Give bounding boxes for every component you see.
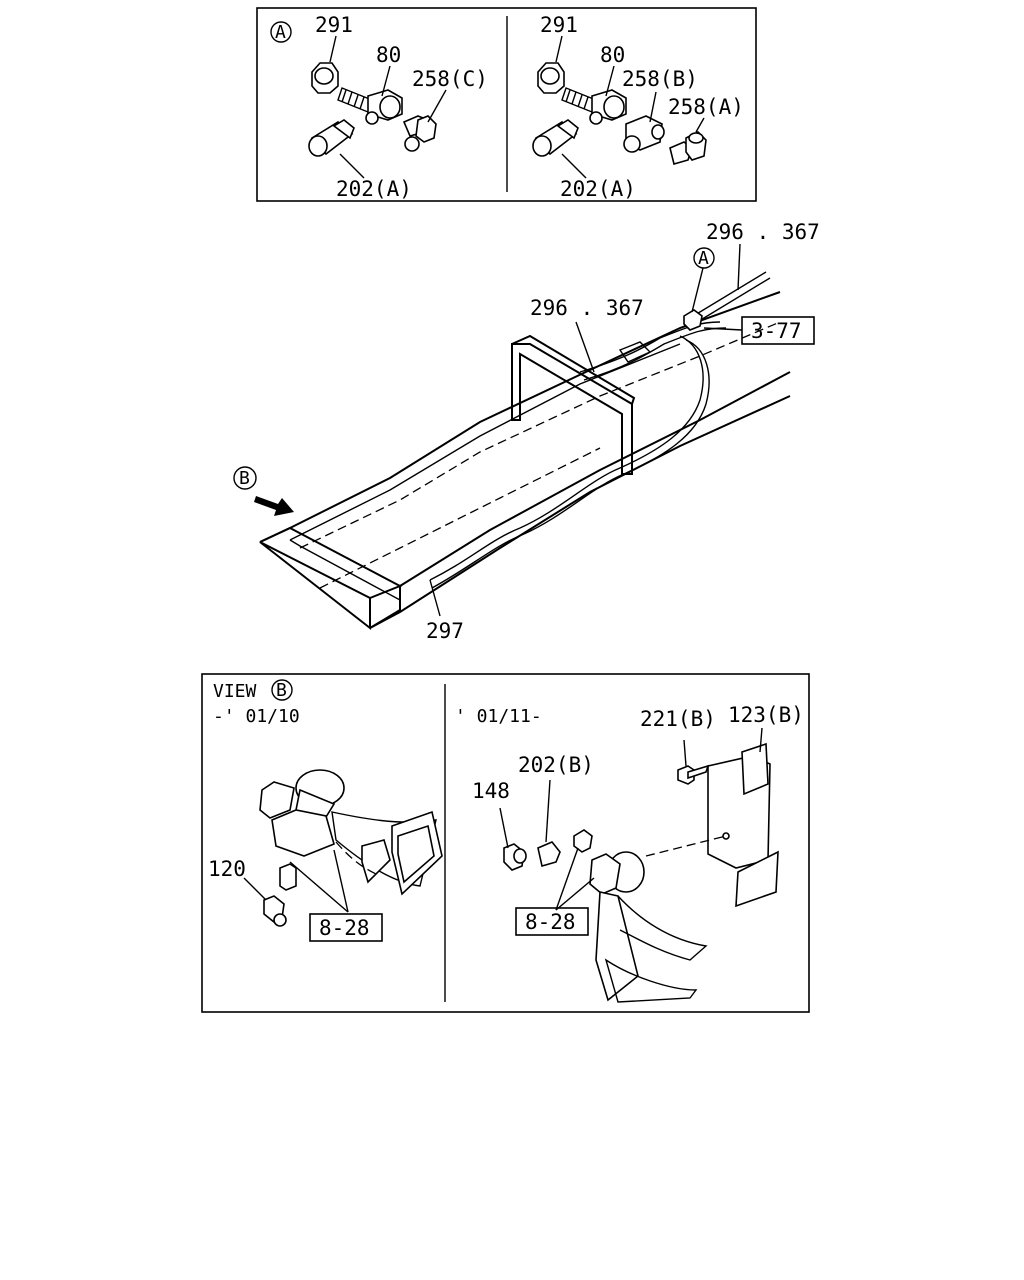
label-123b: 123(B)	[728, 703, 804, 727]
detail-a-panel: A 291 80	[256, 7, 757, 202]
bolt-80-left	[337, 87, 403, 125]
view-b-panel: VIEW B -' 01/10 ' 01/11- 120 8-28	[201, 673, 810, 1013]
label-258c: 258(C)	[412, 67, 488, 91]
label-258a: 258(A)	[668, 95, 744, 119]
label-202a-right: 202(A)	[560, 177, 636, 201]
label-120: 120	[208, 857, 246, 881]
label-148: 148	[472, 779, 510, 803]
frame-marker-a: A	[698, 248, 709, 269]
bolt-80-right	[561, 87, 627, 125]
detail-a-border	[256, 7, 757, 202]
frame-marker-b-circle	[233, 466, 257, 490]
label-291-right: 291	[540, 13, 578, 37]
label-202a-left: 202(A)	[336, 177, 412, 201]
label-202b: 202(B)	[518, 753, 594, 777]
ref-box-3-77	[741, 316, 815, 345]
view-b-arrow-icon	[254, 496, 294, 516]
connector-258a	[669, 131, 707, 165]
label-221b: 221(B)	[640, 707, 716, 731]
frame-marker-a-circle	[693, 247, 715, 269]
chassis-frame: 296 . 367 296 . 367 A 3-77 B 297	[233, 220, 820, 643]
horn-new	[503, 742, 779, 1003]
label-296-367-lower: 296 . 367	[530, 296, 644, 320]
elbow-258c	[402, 115, 437, 152]
detail-a-marker-circle	[270, 21, 292, 43]
adapter-202a-right	[532, 119, 579, 157]
connector-258b	[623, 115, 665, 153]
frame-marker-b: B	[239, 468, 250, 489]
nut-291-left	[311, 62, 339, 94]
view-b-title: VIEW	[213, 681, 257, 702]
label-297: 297	[426, 619, 464, 643]
ref-box-3-77-label: 3-77	[751, 319, 802, 343]
label-258b: 258(B)	[622, 67, 698, 91]
label-291-left: 291	[315, 13, 353, 37]
detail-a-left-group: 291 80 258(C)	[308, 13, 488, 201]
label-80-left: 80	[376, 43, 401, 67]
view-b-title-marker-circle	[271, 679, 293, 701]
crossmember	[511, 343, 633, 475]
view-b-left-date: -' 01/10	[213, 706, 300, 727]
ref-box-8-28-right-label: 8-28	[525, 910, 576, 934]
nut-291-right	[537, 62, 565, 94]
adapter-202a-left	[308, 119, 355, 157]
detail-a-right-group: 291 80 258(B) 258	[532, 13, 744, 201]
detail-a-marker: A	[275, 22, 286, 43]
horn-old	[259, 769, 443, 927]
label-80-right: 80	[600, 43, 625, 67]
frame-rail-near	[259, 541, 371, 631]
label-296-367-upper: 296 . 367	[706, 220, 820, 244]
view-b-title-marker: B	[276, 680, 287, 701]
view-b-right-date: ' 01/11-	[455, 706, 542, 727]
ref-box-8-28-left-label: 8-28	[319, 916, 370, 940]
ref-box-8-28-right	[515, 907, 589, 936]
ref-box-8-28-left	[309, 913, 383, 942]
view-b-border	[201, 673, 810, 1013]
